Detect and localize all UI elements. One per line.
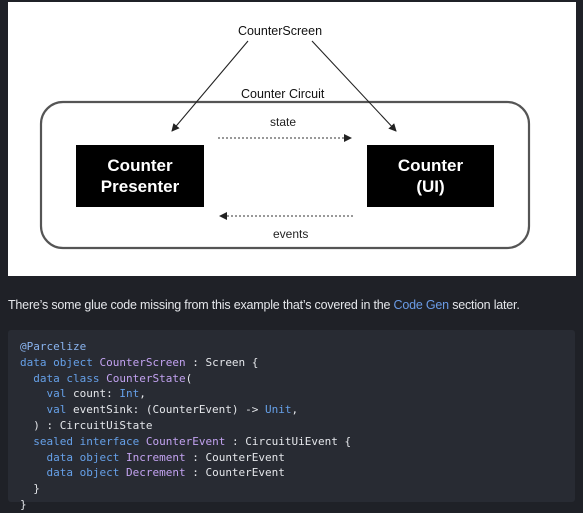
code-line: @Parcelize bbox=[20, 339, 575, 355]
presenter-line-1: Counter bbox=[107, 156, 173, 175]
code-line: val count: Int, bbox=[20, 386, 575, 402]
code-line: data class CounterState( bbox=[20, 371, 575, 387]
plain-token: , bbox=[291, 403, 299, 417]
code-block[interactable]: @Parcelize data object CounterScreen : Sc… bbox=[8, 330, 575, 511]
keyword-token: data object bbox=[20, 450, 126, 464]
keyword-token: data class bbox=[20, 371, 107, 385]
prose-before: There’s some glue code missing from this… bbox=[8, 298, 394, 312]
arrow-to-presenter bbox=[171, 40, 249, 132]
keyword-token: data object bbox=[20, 466, 126, 480]
plain-token: } bbox=[20, 497, 27, 511]
counter-presenter-box: Counter Presenter bbox=[76, 145, 204, 207]
ui-line-2: (UI) bbox=[416, 177, 445, 196]
type-token: CounterScreen bbox=[99, 355, 186, 369]
diagram-shapes bbox=[39, 40, 531, 250]
circuit-container bbox=[39, 100, 531, 250]
glue-code-paragraph: There’s some glue code missing from this… bbox=[8, 298, 578, 312]
ui-line-1: Counter bbox=[397, 156, 464, 175]
counter-screen-label: CounterScreen bbox=[237, 24, 323, 38]
keyword-token: val bbox=[20, 387, 73, 401]
type-token: Increment bbox=[125, 450, 186, 464]
code-line: val eventSink: (CounterEvent) -> Unit, bbox=[20, 402, 575, 418]
code-line: sealed interface CounterEvent : CircuitU… bbox=[20, 434, 575, 450]
type-token: CounterState bbox=[106, 371, 186, 385]
plain-token: : CounterEvent bbox=[185, 466, 285, 480]
plain-token: : CounterEvent bbox=[185, 450, 285, 464]
type-token: CounterEvent bbox=[145, 434, 226, 448]
plain-token: count: bbox=[72, 387, 120, 401]
presenter-line-2: Presenter bbox=[100, 177, 180, 196]
code-line: data object CounterScreen : Screen { bbox=[20, 355, 575, 371]
prose-after: section later. bbox=[448, 298, 520, 312]
annotation-token: @Parcelize bbox=[20, 340, 87, 353]
plain-token: ( bbox=[185, 371, 193, 385]
plain-token: : CircuitUiEvent { bbox=[225, 434, 352, 448]
code-line: data object Decrement : CounterEvent bbox=[20, 465, 575, 481]
arrow-to-ui bbox=[311, 40, 397, 132]
code-line: } bbox=[20, 497, 575, 513]
keyword-token: sealed interface bbox=[20, 434, 146, 448]
code-line: data object Increment : CounterEvent bbox=[20, 450, 575, 466]
plain-token: , bbox=[139, 387, 146, 401]
counter-circuit-label: Counter Circuit bbox=[241, 87, 325, 101]
keyword-token: val bbox=[20, 403, 73, 417]
counter-ui-box: Counter (UI) bbox=[367, 145, 494, 207]
code-line: ) : CircuitUiState bbox=[20, 418, 575, 434]
plain-token: : Screen { bbox=[185, 355, 259, 369]
plain-token: ) : CircuitUiState bbox=[20, 418, 153, 432]
type-token: Decrement bbox=[125, 466, 186, 480]
architecture-diagram: CounterScreen Counter Circuit state even… bbox=[8, 2, 576, 276]
code-gen-link[interactable]: Code Gen bbox=[393, 298, 450, 312]
code-line: } bbox=[20, 481, 575, 497]
type-token: Unit bbox=[265, 403, 292, 417]
keyword-token: data object bbox=[20, 355, 100, 369]
state-label: state bbox=[270, 115, 297, 129]
type-token: Int bbox=[119, 387, 140, 401]
plain-token: } bbox=[20, 482, 40, 496]
events-label: events bbox=[273, 227, 309, 241]
plain-token: eventSink: (CounterEvent) -> bbox=[72, 403, 266, 417]
